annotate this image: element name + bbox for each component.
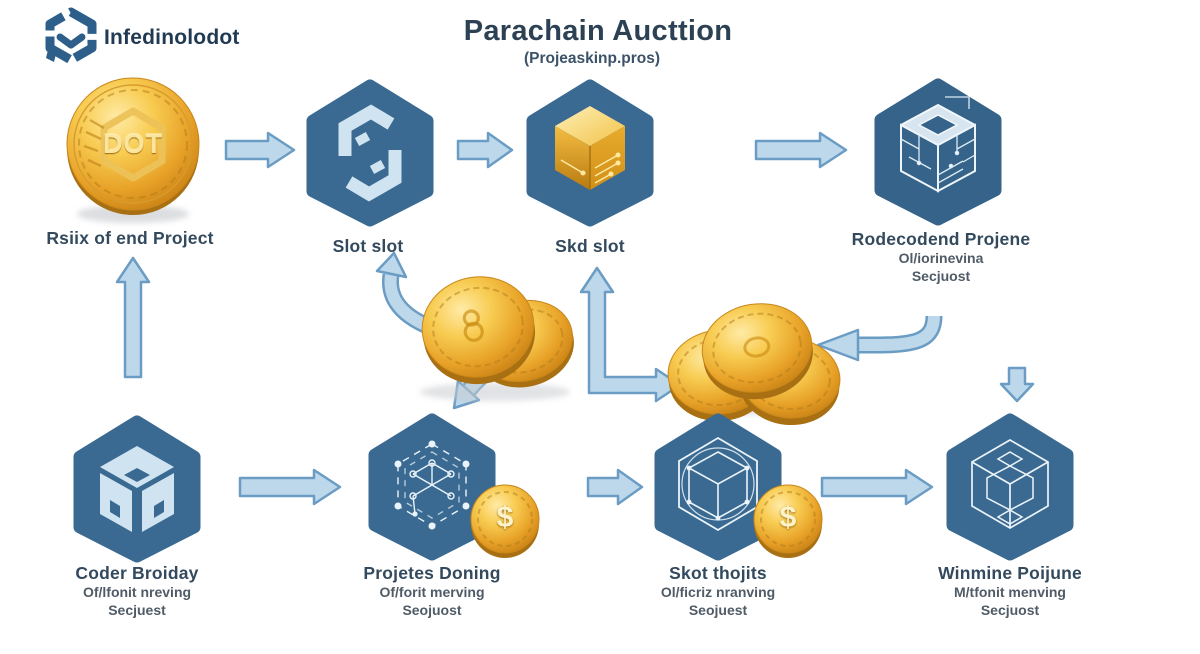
skot-hexagon [654, 413, 782, 561]
winmine-hexagon [946, 413, 1074, 561]
arrow-skd-to-rodecodend [754, 131, 848, 169]
label-rodecodend: Rodecodend Projene [851, 229, 1031, 249]
label-skot: Skot thojits [669, 563, 767, 583]
arrow-skot-to-winmine [820, 468, 934, 506]
brand-logo-icon [45, 7, 97, 65]
projetes-coin [470, 484, 540, 558]
sublabel-winmine-1: M/tfonit menving [954, 584, 1066, 600]
dot-coin-text: DOT [103, 129, 163, 159]
sublabel-winmine-2: Secjuost [980, 602, 1040, 618]
coder-hexagon [73, 415, 201, 563]
arrow-slot-to-skd [456, 131, 514, 169]
sublabel-projetes-2: Seojuost [402, 602, 462, 618]
sublabel-projetes-1: Of/forit merving [379, 584, 485, 600]
coin-pile [667, 303, 841, 426]
arrow-coder-up-to-project [115, 256, 151, 379]
label-projetes: Projetes Doning [363, 563, 501, 583]
projetes-coin-symbol: $ [496, 501, 514, 534]
label-skd-slot: Skd slot [555, 236, 625, 256]
slot-logo-icon [338, 104, 402, 202]
network-icon [394, 440, 470, 530]
cube-logo-icon [100, 446, 174, 532]
label-slot-slot: Slot slot [332, 236, 404, 256]
arrow-down-to-winmine [999, 366, 1035, 403]
skot-coin-symbol: $ [779, 501, 797, 534]
projetes-hexagon [368, 413, 496, 561]
page-title: Parachain Aucttion [463, 15, 733, 47]
arrow-up-and-right-to-coins [579, 266, 682, 403]
arrow-dotcoin-to-slot [224, 131, 296, 169]
sublabel-rodecodend-2: Secjuost [911, 268, 971, 284]
skot-coin [753, 484, 823, 558]
sublabel-coder-1: Of/lfonit nreving [82, 584, 192, 600]
skd-hexagon [526, 79, 654, 227]
sublabel-skot-2: Seojuest [688, 602, 748, 618]
circuit-cube-icon [900, 96, 976, 193]
dot-coin [66, 77, 200, 223]
wireframe-cube-icon [678, 436, 758, 532]
rodecodend-hexagon [874, 78, 1002, 226]
slot-hexagon [306, 79, 434, 227]
page-subtitle: (Projeaskinp.pros) [523, 50, 661, 67]
sublabel-rodecodend-1: Ol/iorinevina [898, 250, 984, 266]
arrow-rodecodend-to-coins [816, 315, 943, 362]
sublabel-coder-2: Secjuest [108, 602, 166, 618]
sublabel-skot-1: Ol/ficriz nranving [660, 584, 776, 600]
arrow-projetes-to-skot [586, 468, 644, 506]
wireframe-prism-icon [971, 439, 1049, 529]
label-rsiix-project: Rsiix of end Project [46, 228, 214, 248]
label-winmine: Winmine Poijune [938, 563, 1082, 583]
gold-cube-icon [555, 106, 625, 190]
brand-name: Infedinolodot [104, 26, 240, 49]
arrow-coder-to-projetes [238, 468, 342, 506]
coin-pair [420, 276, 574, 401]
label-coder: Coder Broiday [75, 563, 199, 583]
